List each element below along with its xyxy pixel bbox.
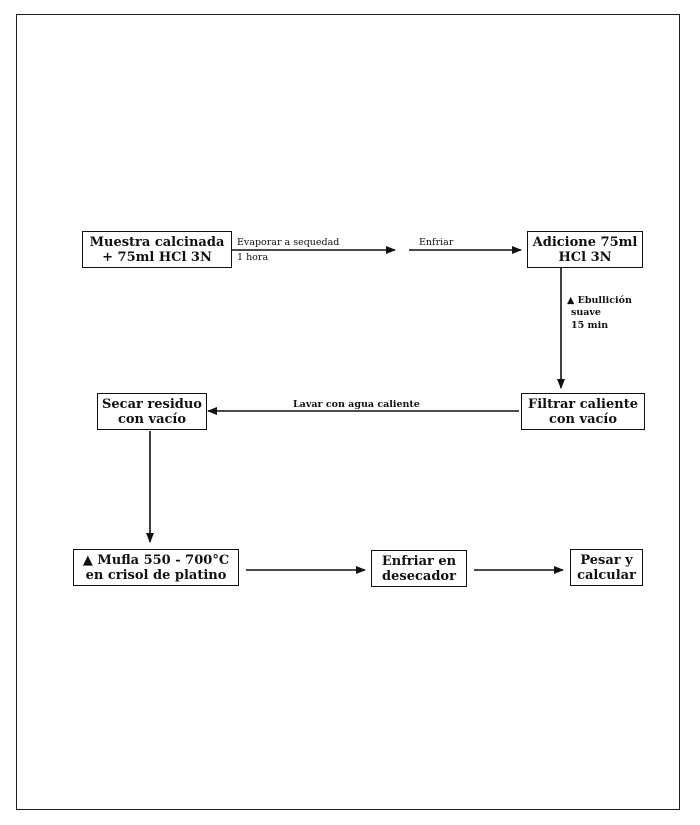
box-mufla: ▲ Mufla 550 - 700°C en crisol de platino xyxy=(73,549,239,586)
label-quince-min: 15 min xyxy=(571,320,609,331)
box-adicione-hcl: Adicione 75ml HCl 3N xyxy=(527,231,643,268)
box-pesar-line-1: Pesar y xyxy=(580,552,633,568)
box-mufla-line-2: en crisol de platino xyxy=(85,567,227,583)
box-muestra-calcinada: Muestra calcinada + 75ml HCl 3N xyxy=(82,231,232,268)
label-ebullicion: ▲ Ebullición xyxy=(567,295,632,306)
box-filtrar-caliente: Filtrar caliente con vacío xyxy=(521,393,645,430)
box-secar-line-1: Secar residuo xyxy=(102,396,202,412)
label-evaporar: Evaporar a sequedad xyxy=(237,237,340,248)
box-secar-residuo: Secar residuo con vacío xyxy=(97,393,207,430)
box-filtrar-line-2: con vacío xyxy=(548,411,618,427)
box-pesar-calcular: Pesar y calcular xyxy=(570,549,643,586)
box-adicione-line-1: Adicione 75ml xyxy=(532,234,638,250)
box-enfriar-line-1: Enfriar en xyxy=(381,553,457,569)
box-muestra-line-1: Muestra calcinada xyxy=(89,234,225,250)
box-filtrar-line-1: Filtrar caliente xyxy=(528,396,638,412)
box-enfriar-desecador: Enfriar en desecador xyxy=(371,550,467,587)
label-enfriar: Enfriar xyxy=(419,237,454,248)
box-adicione-line-2: HCl 3N xyxy=(558,249,612,265)
page-frame xyxy=(16,14,680,810)
label-una-hora: 1 hora xyxy=(237,252,269,263)
box-secar-line-2: con vacío xyxy=(117,411,187,427)
box-pesar-line-2: calcular xyxy=(577,567,636,583)
label-suave: suave xyxy=(571,307,601,318)
box-enfriar-line-2: desecador xyxy=(382,568,456,584)
box-muestra-line-2: + 75ml HCl 3N xyxy=(102,249,212,265)
label-lavar: Lavar con agua caliente xyxy=(293,399,420,410)
box-mufla-line-1: ▲ Mufla 550 - 700°C xyxy=(82,552,230,568)
